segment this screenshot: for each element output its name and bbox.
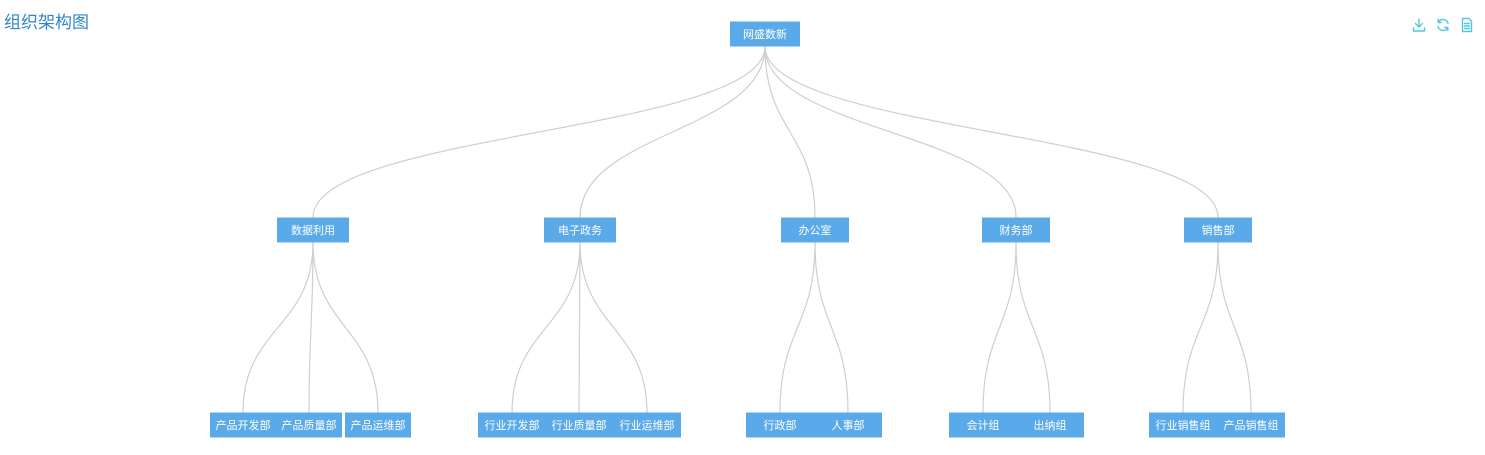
link-dept-4-to-team-0	[1182, 242, 1219, 413]
link-dept-2-to-team-0	[779, 242, 816, 413]
org-node-team-label: 行业运维部	[620, 418, 675, 432]
org-node-team[interactable]: 行业销售组	[1149, 412, 1217, 438]
org-node-team[interactable]: 人事部	[814, 412, 882, 438]
org-node-team-box[interactable]	[276, 412, 342, 438]
link-dept-1-to-team-0	[511, 242, 581, 413]
org-node-root-label: 网盛数新	[743, 27, 787, 41]
org-node-department-label: 销售部	[1202, 223, 1235, 237]
org-node-team-label: 行业开发部	[485, 418, 540, 432]
org-node-team-label: 会计组	[967, 418, 1000, 432]
link-dept-1-to-team-2	[579, 242, 648, 413]
org-node-team[interactable]: 产品质量部	[276, 412, 342, 438]
org-node-team[interactable]: 行业质量部	[545, 412, 613, 438]
link-root-to-dept-3	[764, 46, 1017, 218]
org-node-department-box[interactable]	[982, 217, 1050, 243]
link-root-to-dept-4	[764, 46, 1219, 218]
org-node-team[interactable]: 产品开发部	[210, 412, 276, 438]
link-root-to-dept-0	[312, 46, 766, 218]
org-node-team-label: 行业销售组	[1156, 418, 1211, 432]
org-node-department[interactable]: 销售部	[1184, 217, 1252, 243]
org-node-department[interactable]: 电子政务	[544, 217, 616, 243]
org-node-team-box[interactable]	[1149, 412, 1217, 438]
org-node-team[interactable]: 行业运维部	[613, 412, 681, 438]
link-root-to-dept-1	[579, 46, 766, 218]
refresh-icon[interactable]	[1435, 17, 1451, 33]
org-node-department-box[interactable]	[1184, 217, 1252, 243]
org-node-team-label: 产品质量部	[282, 418, 337, 432]
org-node-department-box[interactable]	[781, 217, 849, 243]
page-title: 组织架构图	[4, 13, 89, 33]
org-node-team-box[interactable]	[478, 412, 546, 438]
org-node-team-label: 人事部	[832, 418, 865, 432]
org-node-team-box[interactable]	[210, 412, 276, 438]
org-node-team-label: 行政部	[764, 418, 797, 432]
org-node-team-label: 出纳组	[1034, 418, 1067, 432]
org-node-team-box[interactable]	[814, 412, 882, 438]
nodes-layer: 产品开发部产品质量部产品运维部 数据利用行业开发部行业质量部行业运维部 电子政务行政…	[210, 21, 1285, 438]
org-node-team-box[interactable]	[345, 412, 411, 438]
org-node-department[interactable]: 办公室	[781, 217, 849, 243]
org-node-team[interactable]: 产品销售组	[1217, 412, 1285, 438]
toolbar	[1411, 17, 1475, 33]
org-node-team-label: 产品开发部	[216, 418, 271, 432]
org-node-department-label: 办公室	[799, 223, 832, 237]
org-node-team-label: 行业质量部	[552, 418, 607, 432]
link-dept-2-to-team-1	[814, 242, 849, 413]
org-node-team[interactable]: 出纳组	[1016, 412, 1084, 438]
link-root-to-dept-2	[764, 46, 816, 218]
org-node-team-box[interactable]	[949, 412, 1017, 438]
org-node-team-box[interactable]	[1016, 412, 1084, 438]
org-node-team-box[interactable]	[1217, 412, 1285, 438]
org-node-team-label: 产品销售组	[1224, 418, 1279, 432]
link-dept-1-to-team-1	[578, 242, 581, 413]
link-dept-4-to-team-1	[1217, 242, 1252, 413]
org-node-department[interactable]: 财务部	[982, 217, 1050, 243]
org-node-department[interactable]: 数据利用	[277, 217, 349, 243]
link-dept-0-to-team-1	[308, 242, 314, 413]
org-node-root[interactable]: 网盛数新	[730, 21, 800, 47]
org-node-team[interactable]: 产品运维部	[345, 412, 411, 438]
org-node-team[interactable]: 会计组	[949, 412, 1017, 438]
link-dept-0-to-team-0	[242, 242, 314, 413]
org-node-team[interactable]: 行政部	[746, 412, 814, 438]
org-node-team-label: 产品运维部	[351, 418, 406, 432]
org-node-department-label: 财务部	[1000, 223, 1033, 237]
org-node-team-box[interactable]	[545, 412, 613, 438]
org-node-root-box[interactable]	[730, 21, 800, 47]
org-node-department-box[interactable]	[544, 217, 616, 243]
org-node-department-label: 数据利用	[291, 223, 335, 237]
org-node-team-box[interactable]	[613, 412, 681, 438]
links-layer	[242, 46, 1252, 413]
data-view-icon[interactable]	[1459, 17, 1475, 33]
org-node-department-box[interactable]	[277, 217, 349, 243]
link-dept-3-to-team-1	[1015, 242, 1051, 413]
org-node-team[interactable]: 行业开发部	[478, 412, 546, 438]
link-dept-3-to-team-0	[982, 242, 1017, 413]
org-node-team-box[interactable]	[746, 412, 814, 438]
download-icon[interactable]	[1411, 17, 1427, 33]
link-dept-0-to-team-2	[312, 242, 379, 413]
org-node-department-label: 电子政务	[558, 223, 602, 237]
